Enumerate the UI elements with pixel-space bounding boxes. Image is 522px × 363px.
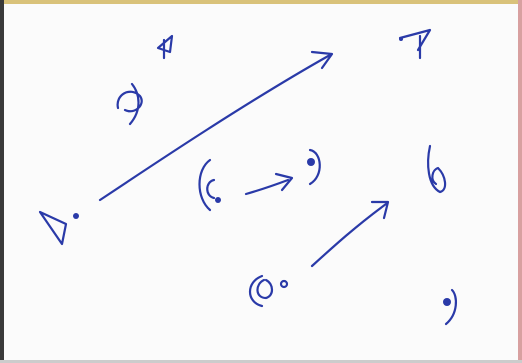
short-arrow-head [274, 172, 294, 192]
rotated-triangle-right-dot [399, 37, 403, 41]
short-arrow-line [244, 178, 290, 196]
bottom-arrow-head [370, 200, 390, 220]
triangle-shape [38, 210, 68, 246]
circle-bold-dot-small-shape [444, 288, 458, 326]
rotated-triangle-right-shape [398, 28, 432, 52]
circle-bold-dot-shape [308, 148, 321, 186]
bottom-arrow-line [310, 202, 388, 268]
triangle-dot [73, 213, 79, 219]
left-border [0, 0, 4, 363]
rotated-triangle-mark-right [398, 28, 432, 60]
circle-with-dot-shape [248, 274, 274, 308]
circle-bold-dot-mark [307, 148, 321, 186]
circle-outline-mark [427, 144, 447, 194]
long-arrow-line [98, 53, 332, 202]
circle-with-dot-mark [248, 274, 289, 308]
circle-dot-tail-dot [215, 197, 221, 203]
short-arrow [244, 172, 294, 196]
rotated-triangle-mark [156, 34, 174, 60]
circle-bold-dot-fill [307, 158, 315, 166]
rotated-circle-mark [116, 82, 143, 126]
circle-bold-dot-small-fill [443, 298, 451, 306]
circle-bold-dot-small-mark [443, 288, 458, 326]
top-border [0, 0, 522, 4]
triangle-with-dot-mark [38, 210, 79, 246]
bottom-border [0, 360, 522, 363]
circle-with-dot-and-tail-mark [198, 158, 221, 212]
right-border [518, 0, 522, 363]
circle-dot-tail-shape [198, 158, 216, 212]
long-arrow [98, 50, 334, 202]
circle-with-dot-dot [279, 279, 289, 289]
long-arrow-head [310, 50, 334, 70]
bottom-arrow [310, 200, 390, 268]
